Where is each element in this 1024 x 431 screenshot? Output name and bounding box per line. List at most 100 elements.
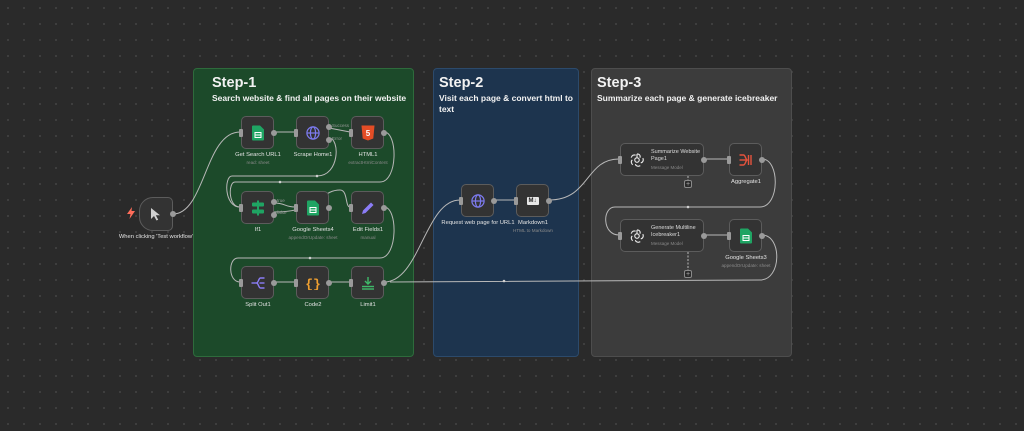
node-subtitle: appendOrUpdate: sheet <box>721 263 771 268</box>
output-port-error[interactable] <box>326 137 332 143</box>
input-port[interactable] <box>618 156 622 164</box>
node-subtitle: Message Model <box>651 241 683 246</box>
input-port[interactable] <box>727 232 731 240</box>
input-port[interactable] <box>459 197 463 205</box>
node-label: Scrape Home1 <box>293 152 333 158</box>
input-port[interactable] <box>727 156 731 164</box>
node-get-search-url[interactable] <box>239 116 277 149</box>
input-port[interactable] <box>294 204 298 212</box>
output-port[interactable] <box>546 198 552 204</box>
google-sheets-icon <box>251 125 264 140</box>
add-model-button[interactable]: + <box>684 270 692 278</box>
node-limit[interactable] <box>349 266 387 299</box>
cursor-icon <box>150 207 162 221</box>
node-summarize-website-page[interactable]: Summarize Website Page1 Message Model <box>618 143 707 176</box>
output-port[interactable] <box>170 211 176 217</box>
output-port[interactable] <box>759 233 765 239</box>
branch-label-error: Error <box>332 136 342 141</box>
output-port-true[interactable] <box>271 199 277 205</box>
node-split-out[interactable] <box>239 266 277 299</box>
node-subtitle: manual <box>360 235 376 240</box>
branch-label-false: false <box>277 210 287 215</box>
note-description: Search website & find all pages on their… <box>212 93 407 103</box>
node-manual-trigger[interactable] <box>139 197 176 231</box>
output-port[interactable] <box>701 157 707 163</box>
markdown-icon: M↓ <box>526 196 539 205</box>
node-title: Summarize Website Page1 <box>651 149 701 162</box>
sticky-note-step-3[interactable]: Step-3 Summarize each page & generate ic… <box>591 68 792 357</box>
input-port[interactable] <box>239 204 243 212</box>
globe-icon <box>470 193 485 208</box>
input-port[interactable] <box>239 279 243 287</box>
node-subtitle: appendOrUpdate: sheet <box>288 235 338 240</box>
markdown-icon-text: M↓ <box>526 196 539 205</box>
svg-text:5: 5 <box>365 129 370 138</box>
input-port[interactable] <box>349 279 353 287</box>
node-label: Markdown1 <box>518 220 548 226</box>
input-port[interactable] <box>294 129 298 137</box>
node-code[interactable]: {} <box>294 266 332 299</box>
input-port[interactable] <box>294 279 298 287</box>
note-description: Visit each page & convert html to text <box>439 93 573 114</box>
html5-icon: 5 <box>361 125 374 140</box>
node-subtitle: Message Model <box>651 165 683 170</box>
google-sheets-icon <box>739 228 752 243</box>
note-description: Summarize each page & generate icebreake… <box>597 93 778 103</box>
branch-label-success: Success <box>332 123 350 128</box>
sticky-note-step-2[interactable]: Step-2 Visit each page & convert html to… <box>433 68 579 357</box>
add-model-button[interactable]: + <box>684 180 692 188</box>
node-label: Google Sheets3 <box>725 255 767 261</box>
node-google-sheets-4[interactable] <box>294 191 332 224</box>
output-port[interactable] <box>326 280 332 286</box>
limit-icon <box>361 276 375 290</box>
node-label: Code2 <box>304 302 322 308</box>
node-google-sheets-3[interactable] <box>727 219 765 252</box>
node-label: Request web page for URL1 <box>441 220 515 226</box>
output-port[interactable] <box>381 130 387 136</box>
google-sheets-icon <box>306 200 319 215</box>
node-label: Split Out1 <box>245 302 271 308</box>
output-port[interactable] <box>759 157 765 163</box>
pencil-icon <box>361 201 375 215</box>
output-port[interactable] <box>271 130 277 136</box>
node-html[interactable]: 5 <box>349 116 387 149</box>
input-port[interactable] <box>514 197 518 205</box>
output-port[interactable] <box>326 205 332 211</box>
node-label: Aggregate1 <box>731 179 761 185</box>
note-title: Step-1 <box>212 75 257 91</box>
node-label: Edit Fields1 <box>352 227 384 233</box>
output-port[interactable] <box>271 280 277 286</box>
braces-icon: {} <box>305 276 321 290</box>
openai-icon <box>630 228 645 243</box>
node-request-web-page[interactable] <box>459 184 497 217</box>
output-port[interactable] <box>491 198 497 204</box>
node-label: HTML1 <box>358 152 378 158</box>
node-subtitle: HTML to Markdown <box>513 228 553 233</box>
input-port[interactable] <box>239 129 243 137</box>
node-scrape-home[interactable] <box>294 116 332 149</box>
branch-label-true: true <box>277 198 285 203</box>
note-title: Step-2 <box>439 75 484 91</box>
input-port[interactable] <box>618 232 622 240</box>
output-port[interactable] <box>701 233 707 239</box>
node-subtitle: extractHtmlContent <box>348 160 388 165</box>
input-port[interactable] <box>349 129 353 137</box>
openai-icon <box>630 152 645 167</box>
input-port[interactable] <box>349 204 353 212</box>
output-port[interactable] <box>381 205 387 211</box>
node-label: When clicking 'Test workflow' <box>118 234 194 240</box>
node-aggregate[interactable] <box>727 143 765 176</box>
svg-text:{}: {} <box>305 277 321 290</box>
output-port[interactable] <box>381 280 387 286</box>
node-subtitle: read: sheet <box>246 160 270 165</box>
split-icon <box>250 276 265 290</box>
output-port-success[interactable] <box>326 124 332 130</box>
node-edit-fields[interactable] <box>349 191 387 224</box>
node-label: Limit1 <box>360 302 376 308</box>
node-generate-icebreaker[interactable]: Generate Multiline Icebreaker1 Message M… <box>618 219 707 252</box>
node-if[interactable] <box>239 191 277 224</box>
output-port-false[interactable] <box>271 212 277 218</box>
node-markdown[interactable]: M↓ <box>514 184 552 217</box>
aggregate-icon <box>738 153 753 167</box>
